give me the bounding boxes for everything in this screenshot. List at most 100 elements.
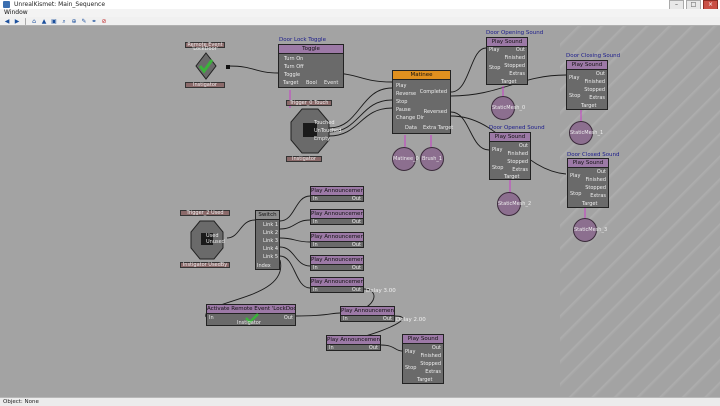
matinee-target-circle[interactable] [420,147,444,171]
toggle-pin-event[interactable]: Event [324,80,339,86]
matinee-pin-reversed[interactable]: Reversed [423,109,447,115]
play-sound-bottom-pin-stop[interactable]: Stop [405,365,417,371]
door-closed-pin-finished[interactable]: Finished [585,177,606,183]
announcement-node-2[interactable]: Play Announcement In Out [310,209,364,225]
announcement-pin-in[interactable]: In [313,196,318,202]
announcement-node-5[interactable]: Play Announcement In Out [310,277,364,293]
switch-pin-link5[interactable]: Link 5 [262,254,278,260]
matinee-pin-reverse[interactable]: Reverse [396,91,417,97]
trigger2-node[interactable]: Trigger_2 Used Used Unused Instigator Us… [180,210,230,272]
door-opened-pin-out[interactable]: Out [518,143,528,149]
toggle-pin-bool[interactable]: Bool [306,80,317,86]
door-closed-pin-target[interactable]: Target [582,201,598,207]
door-closing-pin-stop[interactable]: Stop [569,93,581,99]
announcement-pin-out[interactable]: Out [351,219,361,225]
toggle-pin-toggle[interactable]: Toggle [284,72,301,78]
announcement-pin-in[interactable]: In [329,345,334,351]
output-connector[interactable] [226,65,230,69]
announcement-pin-out[interactable]: Out [351,196,361,202]
door-opening-pin-out[interactable]: Out [515,47,525,53]
activate-remote-event-node[interactable]: Activate Remote Event 'LockDoor' In Out … [206,304,296,326]
door-closed-pin-extras[interactable]: Extras [590,193,606,199]
menu-window[interactable]: Window [4,9,28,16]
announcement-pin-out[interactable]: Out [382,316,392,322]
door-opening-pin-target[interactable]: Target [501,79,517,85]
play-sound-bottom-pin-extras[interactable]: Extras [425,369,441,375]
announcement-pin-in[interactable]: In [313,219,318,225]
trigger0-pin-touched[interactable]: Touched [314,120,335,126]
door-closing-pin-out[interactable]: Out [595,71,605,77]
switch-pin-index[interactable]: Index [257,263,271,269]
toggle-pin-turn-off[interactable]: Turn Off [284,64,304,70]
door-opening-pin-stop[interactable]: Stop [489,65,501,71]
announcement-pin-in[interactable]: In [313,242,318,248]
door-closing-pin-target[interactable]: Target [581,103,597,109]
door-opening-pin-stopped[interactable]: Stopped [504,63,525,69]
door-opened-sound-node[interactable]: Play Sound Play Stop Out Finished Stoppe… [489,132,531,180]
door-opening-target-circle[interactable] [491,96,515,120]
activate-remote-pin-in[interactable]: In [209,315,214,321]
door-opened-target-circle[interactable] [497,192,521,216]
announcement-pin-out[interactable]: Out [351,265,361,271]
switch-pin-link4[interactable]: Link 4 [262,246,278,252]
zoom-icon[interactable]: ⊕ [71,17,77,25]
trigger2-pin-used[interactable]: Used [206,233,219,239]
back-icon[interactable]: ◀ [4,17,10,25]
play-sound-bottom-pin-stopped[interactable]: Stopped [420,361,441,367]
door-opening-sound-node[interactable]: Play Sound Play Stop Out Finished Stoppe… [486,37,528,85]
door-opening-pin-play[interactable]: Play [489,47,500,53]
door-opened-pin-extras[interactable]: Extras [512,167,528,173]
door-opened-pin-play[interactable]: Play [492,147,503,153]
toggle-node[interactable]: Toggle Turn On Turn Off Toggle Target Bo… [278,44,344,88]
door-closing-pin-finished[interactable]: Finished [584,79,605,85]
switch-pin-link2[interactable]: Link 2 [262,230,278,236]
announcement-node-1[interactable]: Play Announcement In Out [310,186,364,202]
door-closing-pin-stopped[interactable]: Stopped [584,87,605,93]
announcement-pin-out[interactable]: Out [351,242,361,248]
announcement-pin-out[interactable]: Out [351,287,361,293]
search-icon[interactable]: ⌕ [62,17,66,25]
switch-node[interactable]: Switch Link 1 Link 2 Link 3 Link 4 Link … [255,210,280,270]
door-closing-pin-extras[interactable]: Extras [589,95,605,101]
matinee-data-circle[interactable] [392,147,416,171]
door-closed-target-circle[interactable] [573,218,597,242]
door-closed-pin-stopped[interactable]: Stopped [585,185,606,191]
door-opened-pin-stop[interactable]: Stop [492,165,504,171]
matinee-pin-stop[interactable]: Stop [396,99,408,105]
announcement-pin-in[interactable]: In [313,265,318,271]
remote-event-node[interactable]: Remote Event 'LockDoor' Instigator [185,42,230,90]
announcement-node-6[interactable]: Play Announcement In Out [340,306,395,322]
matinee-pin-change-dir[interactable]: Change Dir [396,115,425,121]
play-sound-bottom-pin-out[interactable]: Out [431,345,441,351]
door-closed-pin-stop[interactable]: Stop [570,191,582,197]
switch-pin-link1[interactable]: Link 1 [262,222,278,228]
door-closed-pin-play[interactable]: Play [570,173,581,179]
play-sound-bottom-node[interactable]: Play Sound Play Stop Out Finished Stoppe… [402,334,444,384]
door-closing-pin-play[interactable]: Play [569,75,580,81]
activate-remote-pin-out[interactable]: Out [283,315,293,321]
delete-icon[interactable]: ⊘ [101,17,107,25]
matinee-pin-play[interactable]: Play [396,83,407,89]
switch-pin-link3[interactable]: Link 3 [262,238,278,244]
forward-icon[interactable]: ▶ [14,17,20,25]
trigger0-pin-empty[interactable]: Empty [314,136,331,142]
announcement-node-4[interactable]: Play Announcement In Out [310,255,364,271]
matinee-pin-data[interactable]: Data [405,125,417,131]
toggle-pin-turn-on[interactable]: Turn On [284,56,304,62]
door-closed-pin-out[interactable]: Out [596,169,606,175]
announcement-pin-in[interactable]: In [343,316,348,322]
activate-remote-pin-instigator[interactable]: Instigator [237,320,261,326]
door-opening-pin-extras[interactable]: Extras [509,71,525,77]
door-closing-sound-node[interactable]: Play Sound Play Stop Out Finished Stoppe… [566,60,608,110]
door-opened-pin-target[interactable]: Target [504,174,520,180]
door-closed-sound-node[interactable]: Play Sound Play Stop Out Finished Stoppe… [567,158,609,208]
door-opening-pin-finished[interactable]: Finished [504,55,525,61]
link-icon[interactable]: ⚭ [91,17,97,25]
announcement-node-3[interactable]: Play Announcement In Out [310,232,364,248]
announcement-pin-in[interactable]: In [313,287,318,293]
announcement-node-7[interactable]: Play Announcement In Out [326,335,381,351]
door-closing-target-circle[interactable] [569,121,593,145]
door-opened-pin-finished[interactable]: Finished [507,151,528,157]
play-sound-bottom-pin-finished[interactable]: Finished [420,353,441,359]
trigger0-pin-untouched[interactable]: UnTouched [314,128,342,134]
